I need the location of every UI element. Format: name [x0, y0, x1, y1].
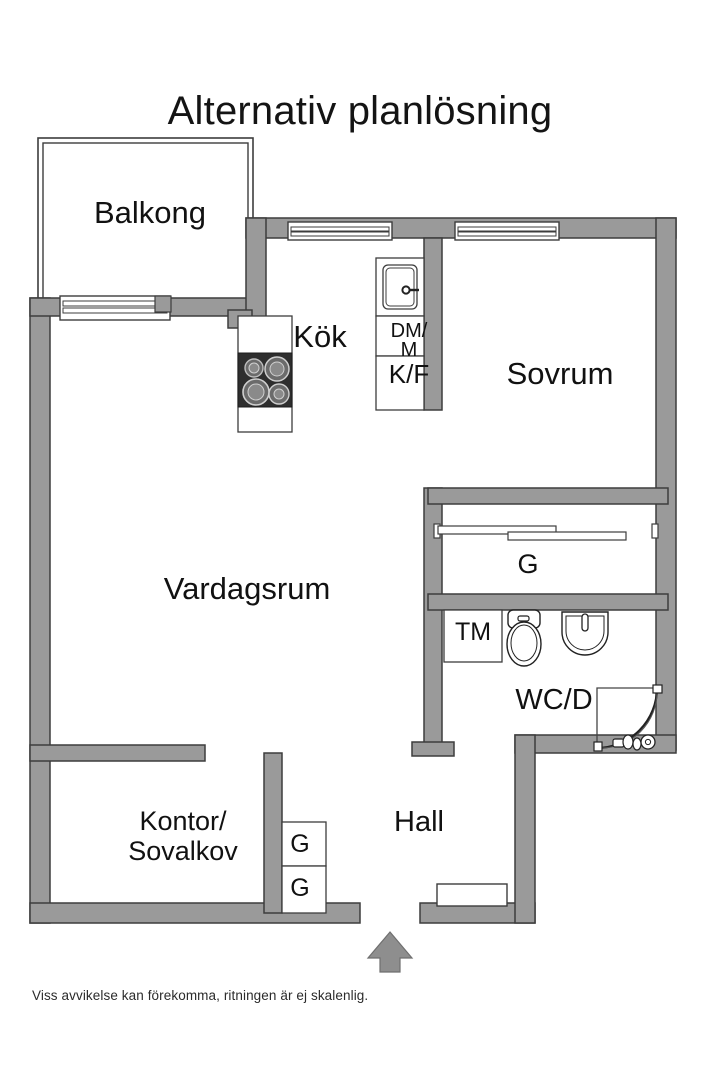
- washbasin-icon: [561, 611, 609, 656]
- stove-icon: [237, 352, 293, 408]
- hall-closet-sliding-doors: [433, 523, 659, 541]
- lower-closets: [281, 821, 327, 914]
- toilet-icon: [506, 609, 542, 667]
- entrance-arrow-icon: [366, 931, 414, 973]
- bathroom-fixtures: [443, 609, 663, 752]
- bedroom-window: [454, 221, 560, 241]
- kitchen-window: [287, 221, 393, 241]
- page-title: Alternativ planlösning: [167, 88, 553, 133]
- kitchen-sink-icon: [382, 264, 419, 310]
- kitchen-appliance-column: [375, 257, 425, 411]
- hall-niche: [436, 883, 508, 907]
- kitchen-counter: [237, 315, 293, 433]
- balcony-door-window: [59, 295, 172, 321]
- corner-shower-icon: [593, 684, 663, 752]
- balcony-outline: [37, 137, 254, 307]
- window-symbols: [59, 221, 560, 321]
- disclaimer-note: Viss avvikelse kan förekomma, ritningen …: [32, 988, 369, 1003]
- apartment-walls: [29, 217, 677, 924]
